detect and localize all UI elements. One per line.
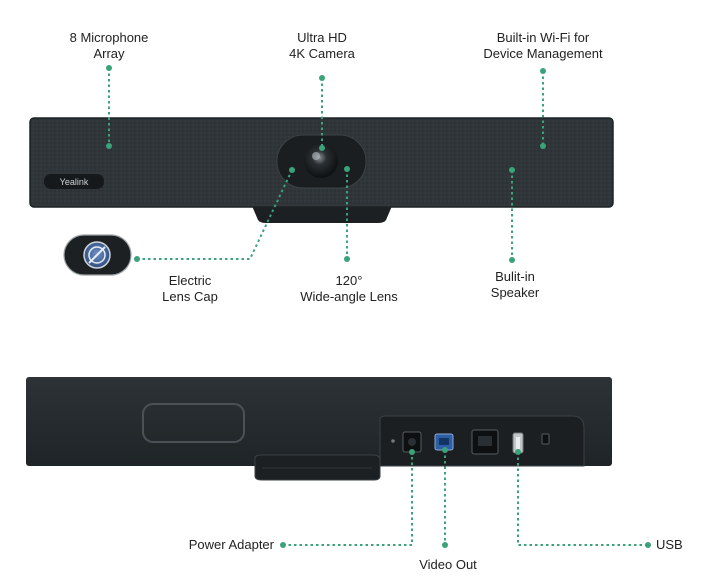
label-wifi: Built-in Wi-Fi for Device Management — [483, 30, 603, 61]
label-wide-lens: 120° Wide-angle Lens — [300, 273, 398, 304]
label-camera: Ultra HD 4K Camera — [289, 30, 355, 61]
leader-lines-top — [106, 65, 546, 263]
leader-lines-bottom — [280, 447, 651, 548]
label-mic-array: 8 Microphone Array — [69, 30, 149, 61]
reset-hole — [391, 439, 395, 443]
lens-cap-illustration — [63, 234, 132, 276]
brand-badge — [44, 174, 104, 189]
front-stand — [252, 206, 392, 223]
front-device: Yealink — [29, 117, 614, 223]
label-lens-cap: Electric Lens Cap — [162, 273, 218, 304]
label-usb: USB — [656, 537, 683, 552]
label-video-out: Video Out — [419, 557, 477, 572]
back-device — [26, 377, 612, 481]
brand-logo: Yealink — [60, 177, 89, 187]
power-leader — [283, 452, 413, 546]
label-power-adapter: Power Adapter — [188, 537, 274, 552]
mount-slot — [142, 403, 245, 443]
label-speaker: Bulit-in Speaker — [490, 269, 540, 300]
lock-slot — [541, 433, 550, 445]
camera-lens — [304, 144, 338, 178]
